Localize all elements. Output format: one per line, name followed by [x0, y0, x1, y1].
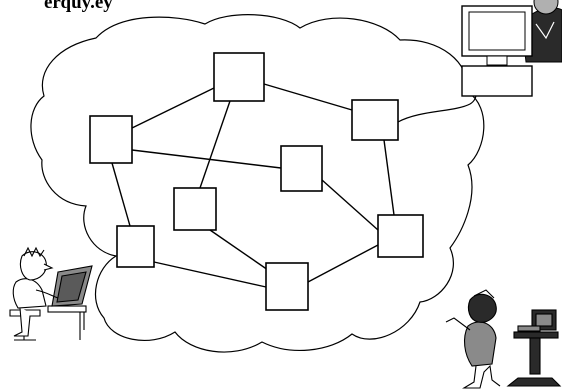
- link: [321, 179, 379, 231]
- computer-base: [461, 65, 533, 97]
- node-left: [89, 115, 133, 164]
- person-head: [533, 0, 559, 15]
- computer-user-icon: [461, 0, 562, 97]
- link: [263, 83, 353, 111]
- node-right-top: [351, 99, 399, 141]
- caption-fragment: erquy.ey: [44, 0, 113, 13]
- node-center: [280, 145, 323, 192]
- cartoon-user-with-desk-computer-icon: [445, 289, 562, 389]
- user-arm: [35, 289, 59, 299]
- side-desk-top: [513, 331, 559, 339]
- link: [111, 162, 131, 227]
- side-desk-pedestal: [529, 337, 541, 375]
- walker-cap: [473, 289, 495, 299]
- link: [307, 244, 379, 283]
- walker-legs: [462, 364, 501, 389]
- person-collar: [535, 21, 555, 40]
- walker-head: [467, 293, 497, 323]
- node-lower-left: [116, 225, 155, 268]
- user-nose: [43, 263, 54, 271]
- user-hair: [23, 246, 45, 258]
- user-head: [19, 251, 47, 281]
- link: [383, 139, 395, 216]
- node-bottom: [265, 262, 309, 311]
- node-mid: [173, 187, 217, 231]
- node-right: [377, 214, 424, 258]
- link: [153, 261, 267, 288]
- link: [199, 100, 231, 189]
- link: [131, 87, 215, 129]
- side-desk-base: [506, 377, 562, 387]
- terminal-screen: [56, 271, 87, 303]
- walker-body: [463, 321, 497, 367]
- desk-top: [47, 305, 87, 313]
- network-nodes: [89, 52, 424, 311]
- network-links: [111, 83, 395, 288]
- desk-computer-keyboard: [517, 325, 541, 332]
- desk-computer-screen: [535, 313, 553, 327]
- monitor-screen: [468, 11, 526, 51]
- cartoon-user-at-computer-icon: [9, 246, 93, 341]
- link: [131, 149, 282, 169]
- monitor-stand: [486, 55, 508, 66]
- node-top: [213, 52, 265, 102]
- link: [209, 229, 269, 271]
- walker-arm: [445, 317, 471, 331]
- user-body: [12, 278, 47, 309]
- user-legs: [13, 307, 40, 337]
